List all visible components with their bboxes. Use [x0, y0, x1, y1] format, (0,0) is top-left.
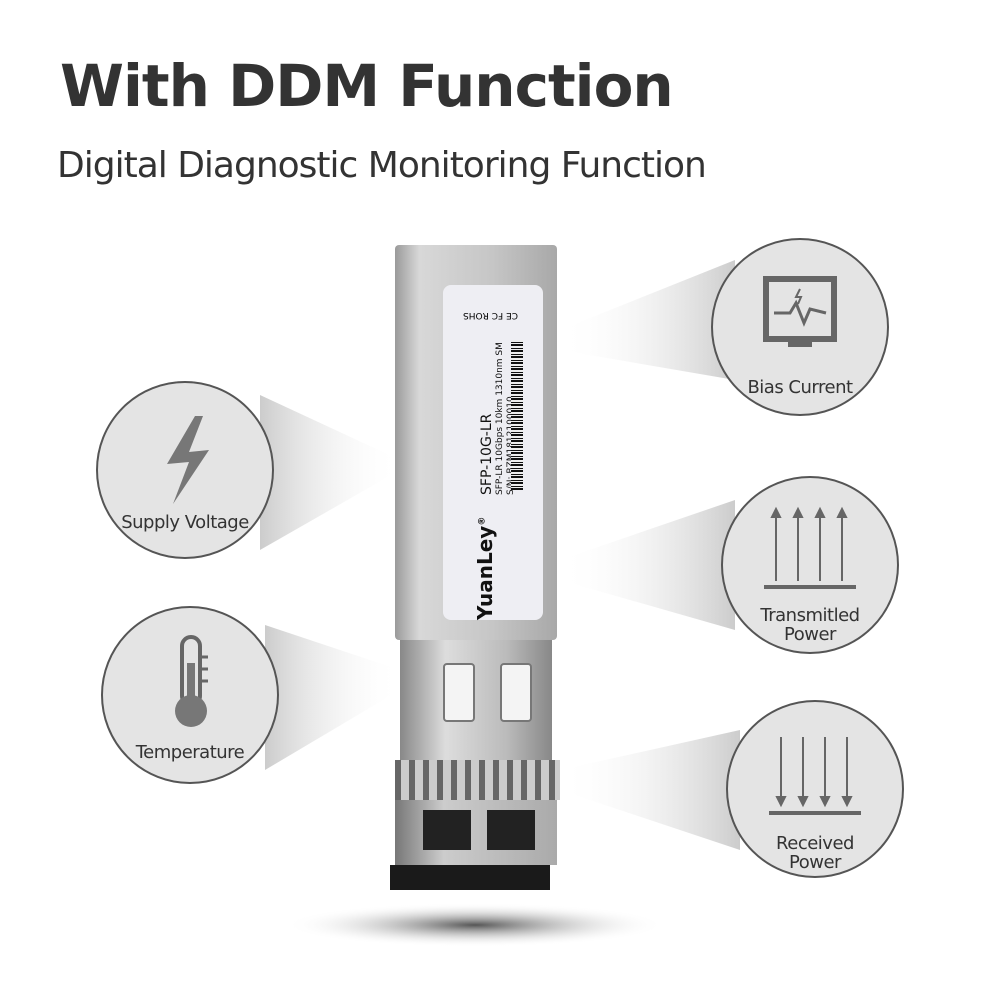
barcode — [511, 340, 523, 490]
model-number: SFP-10G-LR — [479, 413, 495, 495]
module-spec: SFP-LR 10Gbps 10km 1310nm SM — [495, 342, 505, 495]
page-subtitle: Digital Diagnostic Monitoring Function — [57, 145, 707, 186]
page-title: With DDM Function — [60, 52, 674, 120]
lightning-icon — [167, 416, 209, 504]
feature-supply-voltage: Supply Voltage — [96, 381, 274, 559]
registered-mark: ® — [477, 516, 488, 526]
arrows-up-icon — [764, 506, 856, 589]
arrows-down-icon — [769, 737, 861, 815]
module-label: YuanLey® SFP-10G-LR SFP-LR 10Gbps 10km 1… — [443, 285, 543, 620]
feature-temperature: Temperature — [101, 606, 279, 784]
thermometer-icon — [175, 635, 208, 727]
brand-logo: YuanLey — [473, 525, 497, 620]
cert-marks: CE FC ROHS — [463, 310, 518, 320]
monitor-pulse-icon — [763, 276, 837, 347]
feature-bias-current: Bias Current — [711, 238, 889, 416]
